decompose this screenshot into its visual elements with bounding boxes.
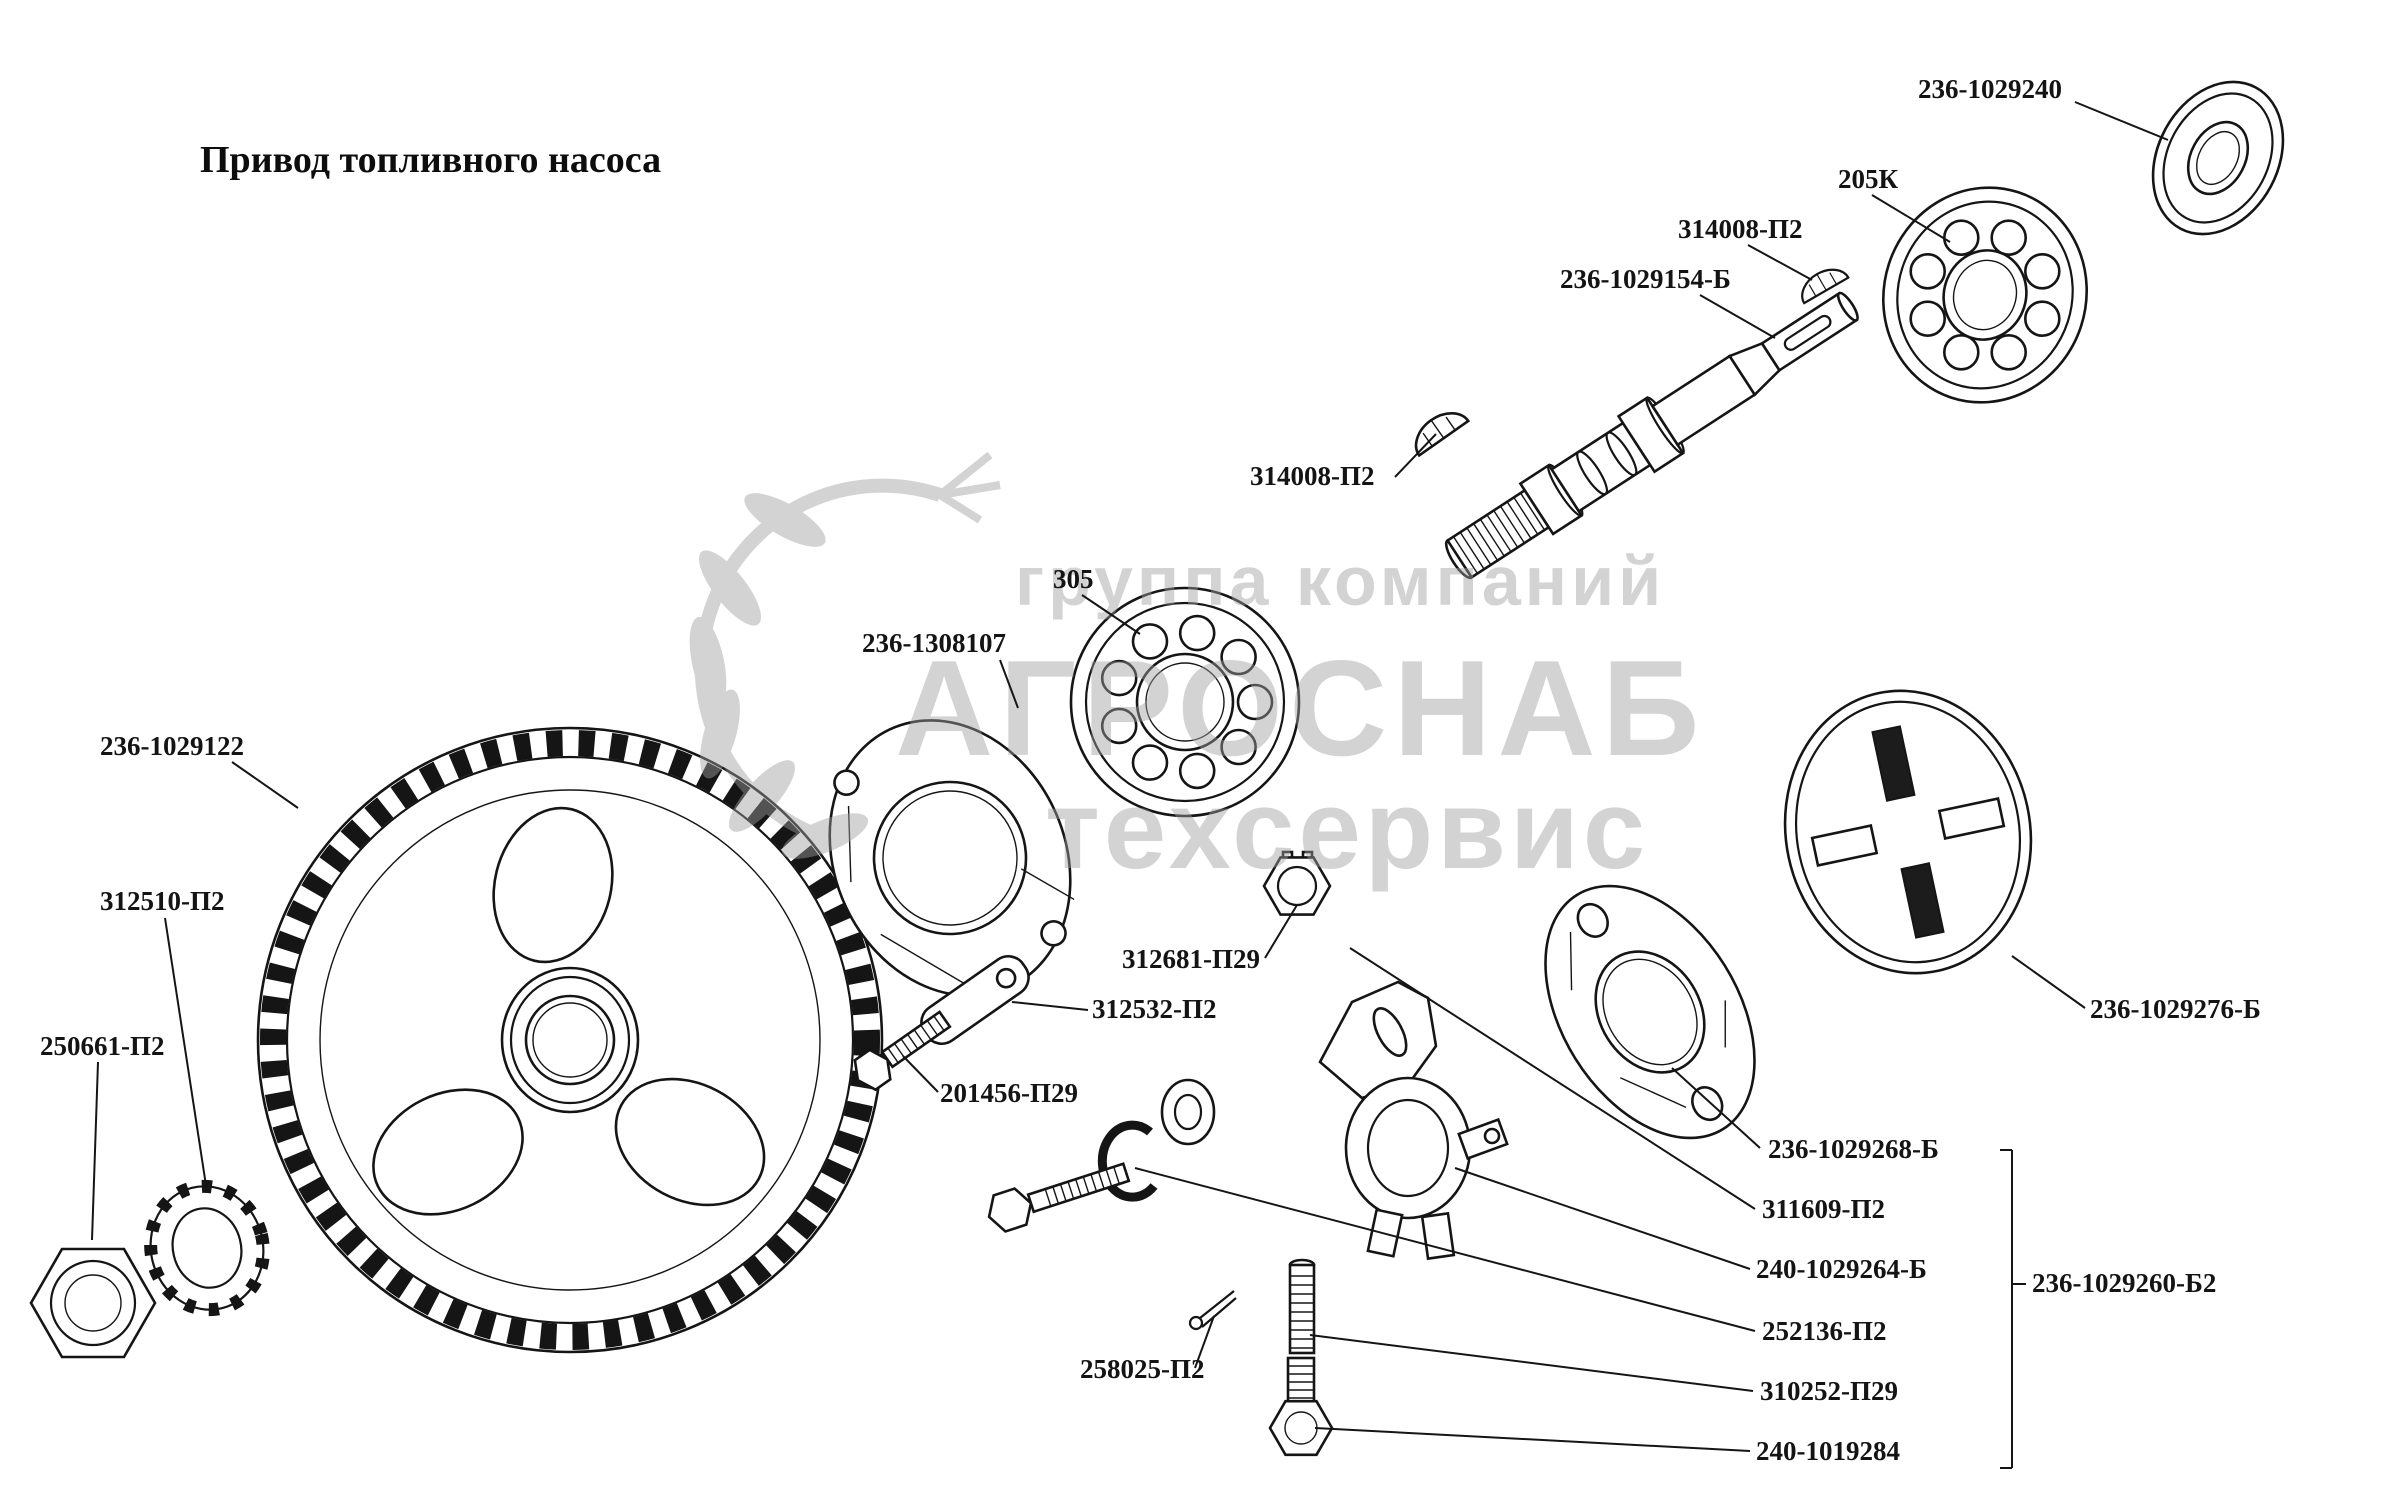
washer-311609 [1160, 1078, 1216, 1146]
part-label-314008-lower: 314008-П2 [1250, 461, 1375, 491]
nut-250661 [29, 1247, 157, 1359]
shaft-236-1029154 [1444, 291, 1859, 580]
watermark-line1: группа компаний [1015, 542, 1665, 620]
clamp-240-1029264 [1318, 980, 1509, 1261]
part-label-236-1308107: 236-1308107 [862, 628, 1006, 658]
part-label-258025: 258025-П2 [1080, 1354, 1205, 1384]
part-labels: 236-1029240 205К 314008-П2 236-1029154-Б… [40, 74, 2261, 1466]
part-label-314008-upper: 314008-П2 [1678, 214, 1803, 244]
watermark: группа компаний АГРОСНАБ техсервис [689, 451, 1705, 892]
part-label-236-1029268: 236-1029268-Б [1768, 1134, 1939, 1164]
stud-310252 [1288, 1258, 1316, 1355]
part-label-236-1029240: 236-1029240 [1918, 74, 2062, 104]
woodruff-key-upper [1801, 268, 1850, 305]
part-label-236-1029260: 236-1029260-Б2 [2032, 1268, 2216, 1298]
leader-line-set [91, 101, 2169, 1452]
part-label-205k: 205К [1838, 164, 1899, 194]
castle-nut-312681 [1262, 850, 1332, 916]
hex-bolt-240-1019284 [1268, 1356, 1334, 1457]
clamp-bolt [987, 1162, 1131, 1233]
part-label-252136: 252136-П2 [1762, 1316, 1887, 1346]
lock-plate-312532 [920, 954, 1030, 1046]
part-label-240-1019284: 240-1019284 [1756, 1436, 1900, 1466]
gear-236-1029122 [256, 726, 884, 1354]
part-label-236-1029276: 236-1029276-Б [2090, 994, 2261, 1024]
watermark-line2: АГРОСНАБ [895, 632, 1705, 784]
bearing-305-balls [1100, 614, 1274, 790]
part-label-240-1029264: 240-1029264-Б [1756, 1254, 1927, 1284]
part-label-250661: 250661-П2 [40, 1031, 165, 1061]
plate-236-1308107 [828, 719, 1075, 997]
spring-washer-252136 [1097, 1120, 1158, 1202]
part-label-305: 305 [1053, 564, 1094, 594]
ball-bearing-236-1029240 [2151, 80, 2285, 236]
drive-disc-236-1029276 [1783, 689, 2033, 975]
bearing-205k-balls [1909, 219, 2061, 371]
diagram-title: Привод топливного насоса [200, 139, 661, 181]
part-label-312681: 312681-П29 [1122, 944, 1260, 974]
cotter-pin-258025 [1188, 1290, 1237, 1331]
ball-bearing-205k [1882, 186, 2088, 404]
ball-bearing-305 [1069, 586, 1301, 818]
leader-lines [91, 101, 2169, 1469]
part-label-310252: 310252-П29 [1760, 1376, 1898, 1406]
group-bracket [2000, 1149, 2026, 1469]
part-label-201456: 201456-П29 [940, 1078, 1078, 1108]
part-label-236-1029154: 236-1029154-Б [1560, 264, 1731, 294]
bolt-201456 [853, 1010, 952, 1092]
part-label-312532: 312532-П2 [1092, 994, 1217, 1024]
flange-236-1029268 [1544, 884, 1756, 1140]
watermark-line3: техсервис [1045, 767, 1649, 892]
lock-washer-312510 [144, 1179, 270, 1317]
part-label-236-1029122: 236-1029122 [100, 731, 244, 761]
part-label-311609: 311609-П2 [1762, 1194, 1885, 1224]
woodruff-key-lower [1414, 412, 1471, 458]
part-label-312510: 312510-П2 [100, 886, 225, 916]
watermark-wreath-icon [689, 451, 1001, 859]
